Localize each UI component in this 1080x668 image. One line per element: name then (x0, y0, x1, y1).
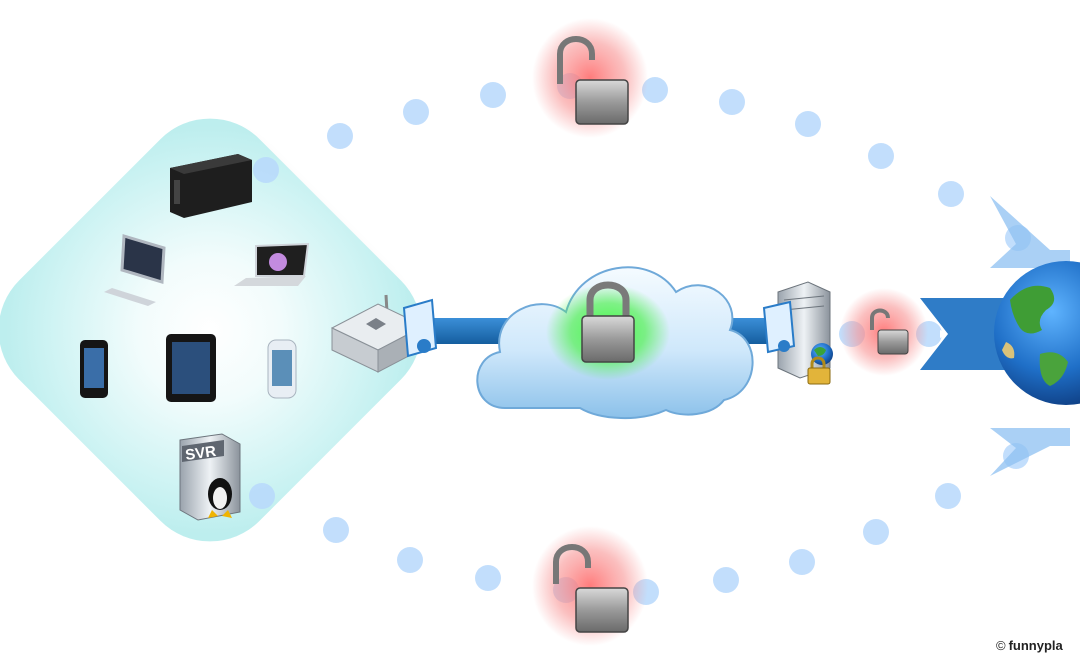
dot (403, 99, 429, 125)
copyright-symbol: © (996, 638, 1006, 653)
android-phone-icon (267, 339, 297, 399)
laptop-icon (234, 242, 310, 286)
certificate-icon (762, 300, 796, 354)
dot (253, 157, 279, 183)
unlocked-padlock-icon (532, 526, 648, 646)
locked-padlock-icon (581, 281, 635, 363)
arrow-icon (990, 196, 1070, 476)
small-padlock-icon (807, 356, 831, 385)
tablet-icon (166, 334, 216, 402)
certificate-icon (402, 298, 438, 358)
dot (863, 519, 889, 545)
dot (868, 143, 894, 169)
small-globe-icon (811, 343, 833, 365)
smartphone-icon (80, 340, 108, 398)
server-label: SVR (184, 443, 217, 464)
dot (323, 517, 349, 543)
dot (713, 567, 739, 593)
unlocked-padlock-icon (840, 288, 928, 376)
dot (249, 483, 275, 509)
dot (935, 483, 961, 509)
unlocked-padlock-icon (532, 18, 648, 138)
dot (938, 181, 964, 207)
dot (327, 123, 353, 149)
dot (795, 111, 821, 137)
linux-server-icon: SVR (179, 433, 241, 521)
globe-icon (994, 261, 1080, 405)
copyright-notice: ©funnypla (996, 638, 1063, 653)
dot (642, 77, 668, 103)
arrow-icon (920, 298, 1010, 370)
dot (789, 549, 815, 575)
nas-device-icon (170, 154, 252, 218)
dot (480, 82, 506, 108)
dot (475, 565, 501, 591)
desktop-computer-icon (104, 234, 166, 306)
copyright-text: funnypla (1008, 638, 1063, 653)
dot (397, 547, 423, 573)
dot (719, 89, 745, 115)
lan-zone (0, 118, 422, 542)
